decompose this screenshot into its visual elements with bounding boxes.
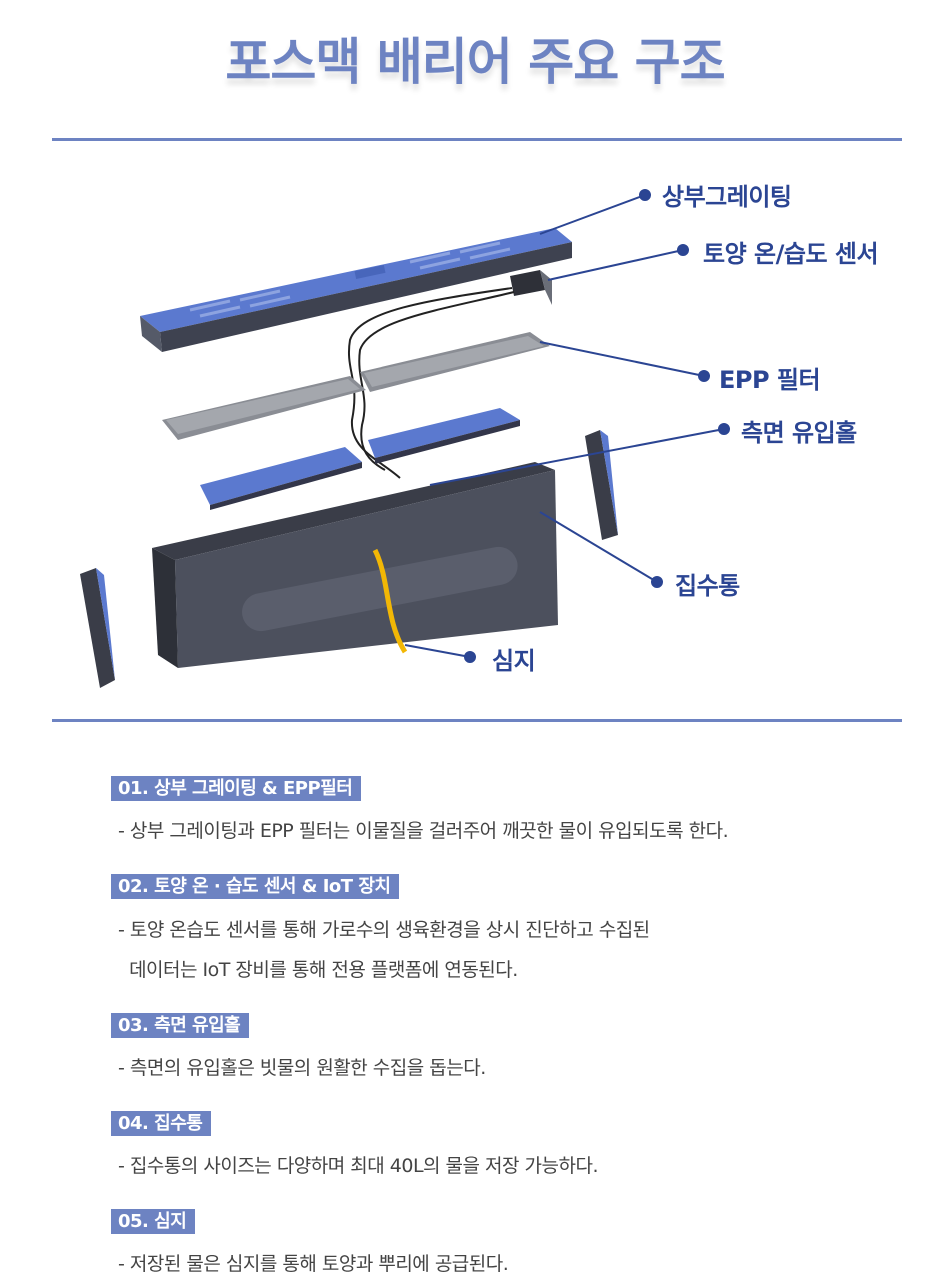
callout-wick: 심지 — [492, 647, 536, 675]
section-heading: 05. 심지 — [111, 1209, 196, 1234]
exploded-structure-diagram — [80, 189, 730, 688]
section-text: - 토양 온습도 센서를 통해 가로수의 생육환경을 상시 진단하고 수집된 — [118, 919, 650, 941]
wick — [372, 548, 408, 654]
section-text: - 상부 그레이팅과 EPP 필터는 이물질을 걸러주어 깨끗한 물이 유입되도… — [118, 820, 729, 842]
bottom-divider — [52, 719, 902, 722]
section-heading: 02. 토양 온 · 습도 센서 & IoT 장치 — [111, 874, 400, 899]
upper-grating — [140, 228, 572, 352]
sensor-cables — [348, 287, 515, 479]
soil-sensor — [510, 270, 552, 305]
section-text: 데이터는 IoT 장비를 통해 전용 플랫폼에 연동된다. — [118, 959, 518, 981]
section-heading: 04. 집수통 — [111, 1111, 212, 1136]
callout-filter: EPP 필터 — [719, 366, 821, 394]
callout-tank: 집수통 — [675, 572, 740, 600]
callout-grating: 상부그레이팅 — [662, 183, 792, 211]
callout-sensor: 토양 온/습도 센서 — [703, 240, 879, 268]
section-heading: 03. 측면 유입홀 — [111, 1013, 250, 1038]
section-text: - 집수통의 사이즈는 다양하며 최대 40L의 물을 저장 가능하다. — [118, 1155, 599, 1177]
end-panels — [80, 430, 618, 688]
top-divider — [52, 138, 902, 141]
section-heading: 01. 상부 그레이팅 & EPP필터 — [111, 776, 362, 801]
section-text: - 측면의 유입홀은 빗물의 원활한 수집을 돕는다. — [118, 1057, 486, 1079]
section-text: - 저장된 물은 심지를 통해 토양과 뿌리에 공급된다. — [118, 1253, 509, 1275]
callout-leaders — [404, 189, 730, 663]
callout-inlet: 측면 유입홀 — [741, 419, 857, 447]
side-inlet-covers — [200, 408, 520, 510]
page-title: 포스맥 배리어 주요 구조 — [225, 33, 725, 91]
epp-filters — [162, 332, 550, 440]
water-tank — [152, 462, 558, 668]
